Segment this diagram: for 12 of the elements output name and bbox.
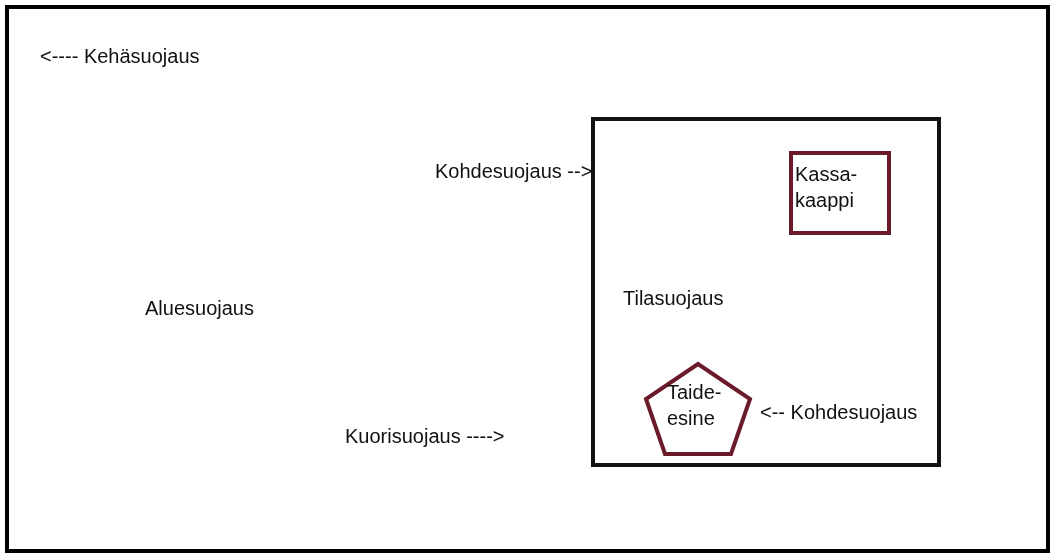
zone-label: Tilasuojaus <box>623 287 724 310</box>
arrow-note: <---- Kehäsuojaus <box>40 45 200 68</box>
pentagon-shape <box>643 361 753 457</box>
zone-label: Taide- esine <box>667 380 723 431</box>
arrow-note: Kuorisuojaus ----> <box>345 425 505 448</box>
zone-label: Aluesuojaus <box>145 297 254 320</box>
room-box <box>591 117 941 467</box>
arrow-note: <-- Kohdesuojaus <box>760 401 918 424</box>
zone-label: Kassa- kaappi <box>795 162 859 213</box>
outer-area-box <box>5 5 1050 553</box>
arrow-note: Kohdesuojaus --> <box>435 160 593 183</box>
safe-box <box>789 151 891 235</box>
